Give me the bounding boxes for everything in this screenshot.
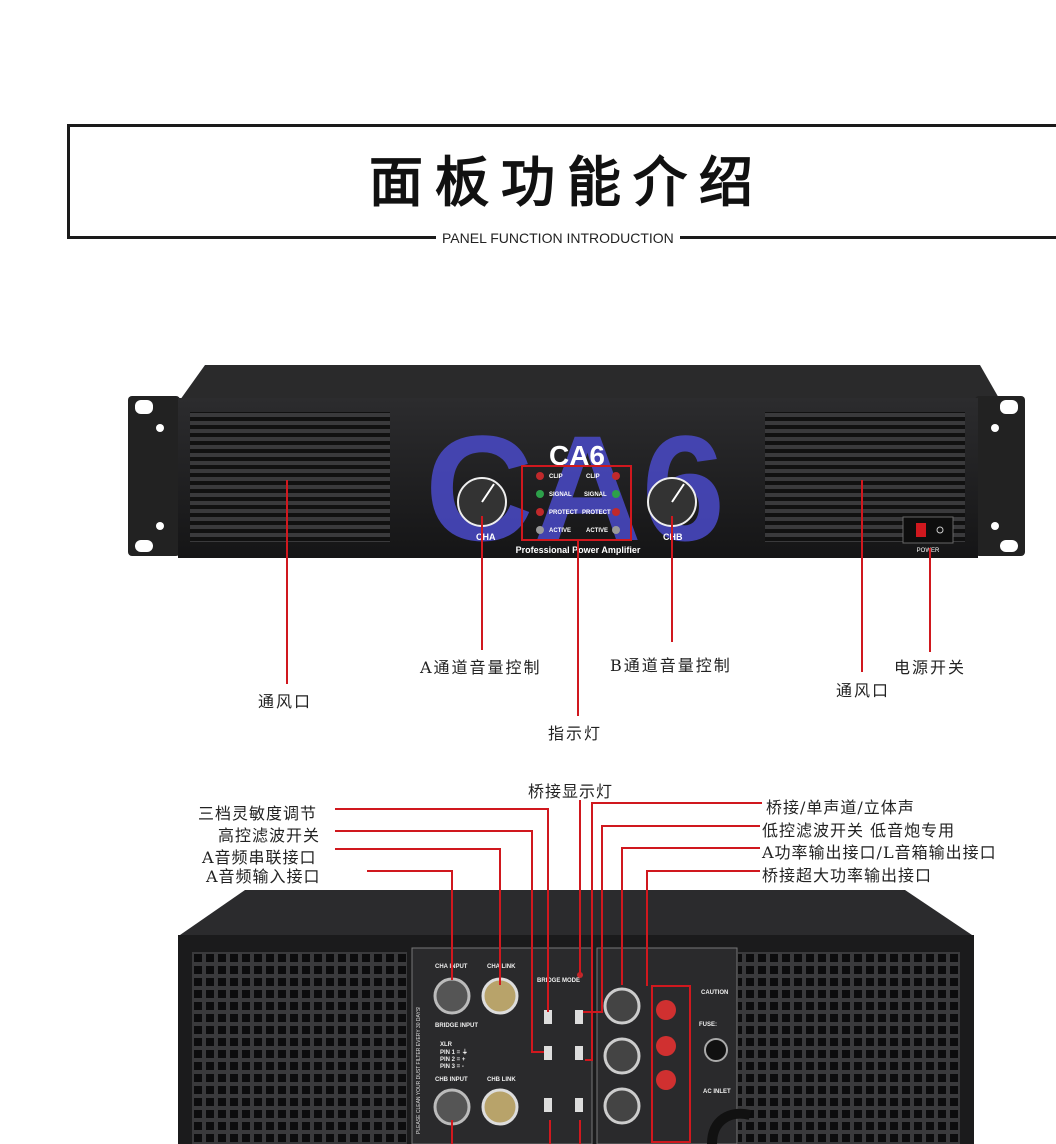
svg-text:PLEASE CLEAN YOUR DUST FILTER: PLEASE CLEAN YOUR DUST FILTER EVERY 30 D…: [416, 1006, 422, 1134]
vent-grille-left: [190, 412, 390, 542]
page-title: 面板功能介绍: [369, 150, 765, 214]
svg-text:PROTECT: PROTECT: [549, 510, 578, 516]
svg-text:CLIP: CLIP: [586, 474, 600, 480]
svg-text:PIN 2 = +: PIN 2 = +: [440, 1057, 466, 1063]
xlr-chb-link: [481, 1088, 519, 1126]
label-volume-b: B通道音量控制: [610, 656, 732, 675]
label-bridge-led: 桥接显示灯: [528, 782, 614, 801]
svg-text:FUSE:: FUSE:: [699, 1022, 717, 1028]
svg-text:ACTIVE: ACTIVE: [586, 528, 608, 534]
label-bridge-mode: 桥接/单声道/立体声: [766, 798, 915, 817]
page-subtitle: PANEL FUNCTION INTRODUCTION: [436, 230, 680, 246]
binding-post-box: [651, 985, 691, 1143]
svg-text:POWER: POWER: [917, 548, 940, 554]
fuse-holder: [704, 1038, 728, 1062]
label-highpass: 高控滤波开关: [218, 826, 321, 845]
svg-text:PIN 1 = ⏚: PIN 1 = ⏚: [440, 1049, 468, 1056]
rack-ear-left: [128, 396, 180, 556]
rear-vent-left: [192, 952, 407, 1144]
svg-text:CAUTION: CAUTION: [701, 990, 728, 996]
rear-vent-right: [738, 952, 960, 1144]
svg-text:CLIP: CLIP: [549, 474, 563, 480]
rack-ear-right: [975, 396, 1025, 556]
label-a-link: A音频串联接口: [202, 848, 317, 867]
label-bridge-output: 桥接超大功率输出接口: [762, 866, 933, 885]
label-vent-left: 通风口: [258, 692, 313, 711]
front-panel-image: CA6 CA6 CLIP SIGNAL PROTECT ACTIVE CLIP …: [128, 365, 1025, 572]
svg-text:CHA LINK: CHA LINK: [487, 964, 516, 970]
label-a-output: A功率输出接口/L音箱输出接口: [762, 843, 997, 862]
svg-text:SIGNAL: SIGNAL: [584, 492, 607, 498]
svg-text:PIN 3 = -: PIN 3 = -: [440, 1064, 464, 1070]
svg-text:ACTIVE: ACTIVE: [549, 528, 571, 534]
speakon-output-b: [603, 1087, 641, 1125]
svg-text:CHA: CHA: [476, 532, 496, 542]
chassis-top: [180, 365, 1000, 400]
label-indicator: 指示灯: [548, 724, 603, 743]
label-volume-a: A通道音量控制: [420, 658, 542, 677]
svg-text:CHB INPUT: CHB INPUT: [435, 1077, 468, 1083]
rear-panel-image: CHA INPUT CHA LINK BRIDGE INPUT XLR PIN …: [178, 890, 974, 1144]
power-switch: [902, 516, 954, 544]
svg-text:BRIDGE MODE: BRIDGE MODE: [537, 978, 580, 984]
label-vent-right: 通风口: [836, 681, 891, 700]
label-lowpass: 低控滤波开关 低音炮专用: [762, 821, 956, 840]
svg-text:SIGNAL: SIGNAL: [549, 492, 572, 498]
svg-text:XLR: XLR: [440, 1042, 453, 1048]
svg-text:PROTECT: PROTECT: [582, 510, 611, 516]
rear-chassis-top: [180, 890, 972, 935]
label-sensitivity: 三档灵敏度调节: [198, 804, 318, 823]
speakon-output-a: [603, 987, 641, 1025]
svg-text:BRIDGE INPUT: BRIDGE INPUT: [435, 1023, 478, 1029]
svg-text:CHB LINK: CHB LINK: [487, 1077, 516, 1083]
indicator-box: [521, 465, 632, 541]
svg-text:AC INLET: AC INLET: [703, 1089, 731, 1095]
speakon-output-bridge: [603, 1037, 641, 1075]
label-a-input: A音频输入接口: [206, 867, 321, 886]
front-callout-lines: [286, 480, 931, 716]
label-power-switch: 电源开关: [894, 658, 967, 677]
ac-cable: [707, 1108, 752, 1144]
